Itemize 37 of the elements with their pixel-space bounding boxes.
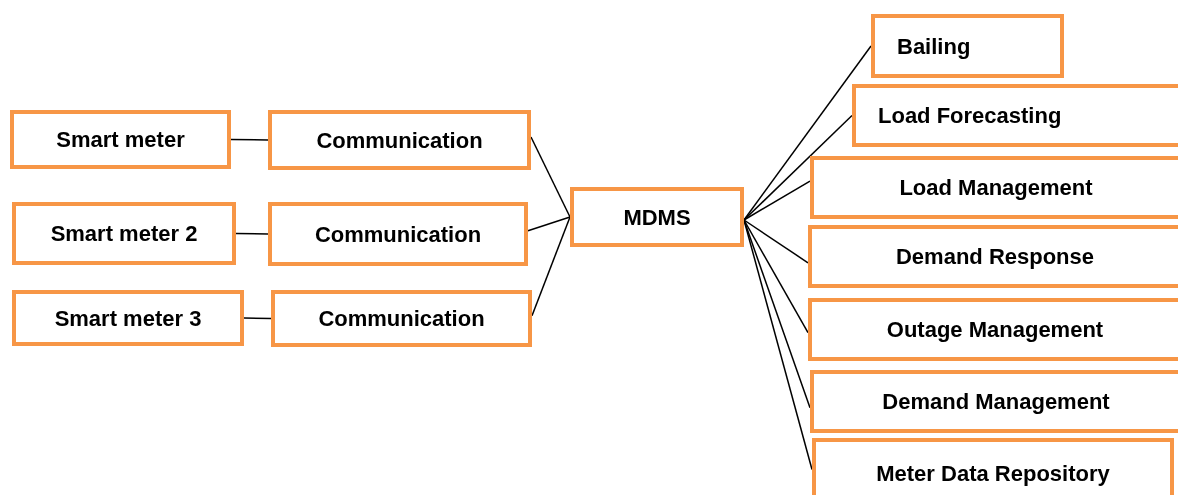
process-box	[268, 110, 531, 170]
process-box	[808, 225, 1178, 288]
connector-line	[743, 114, 853, 221]
connector-line	[743, 180, 811, 221]
box-label: Communication	[316, 126, 483, 155]
box-label: Meter Data Repository	[876, 459, 1110, 488]
process-box	[12, 202, 236, 265]
box-label: Bailing	[897, 32, 971, 61]
process-box	[808, 298, 1178, 361]
box-label: Load Management	[899, 174, 1093, 202]
box-label: MDMS	[623, 203, 691, 232]
box-label: Outage Management	[886, 316, 1104, 344]
connector-line	[743, 219, 809, 264]
process-box	[810, 156, 1178, 219]
process-box	[10, 110, 231, 169]
connector-line	[530, 136, 571, 218]
process-box	[810, 370, 1178, 433]
process-box	[871, 14, 1064, 78]
connector-line	[743, 219, 809, 334]
connector-line	[230, 138, 269, 141]
process-box	[12, 290, 244, 346]
box-label: Communication	[318, 305, 485, 333]
connector-line	[243, 317, 272, 320]
connector-line	[235, 232, 269, 235]
connector-line	[527, 216, 571, 232]
box-label: Demand Management	[882, 388, 1110, 416]
box-label: Load Forecasting	[878, 102, 1062, 130]
process-box	[570, 187, 744, 247]
process-box	[812, 438, 1174, 495]
box-label: Smart meter 2	[50, 220, 198, 248]
box-label: Communication	[314, 220, 482, 249]
box-label: Smart meter	[56, 126, 185, 154]
process-box	[852, 84, 1178, 147]
process-box	[271, 290, 532, 347]
box-label: Smart meter 3	[54, 304, 202, 333]
process-box	[268, 202, 528, 266]
box-label: Demand Response	[895, 243, 1095, 271]
